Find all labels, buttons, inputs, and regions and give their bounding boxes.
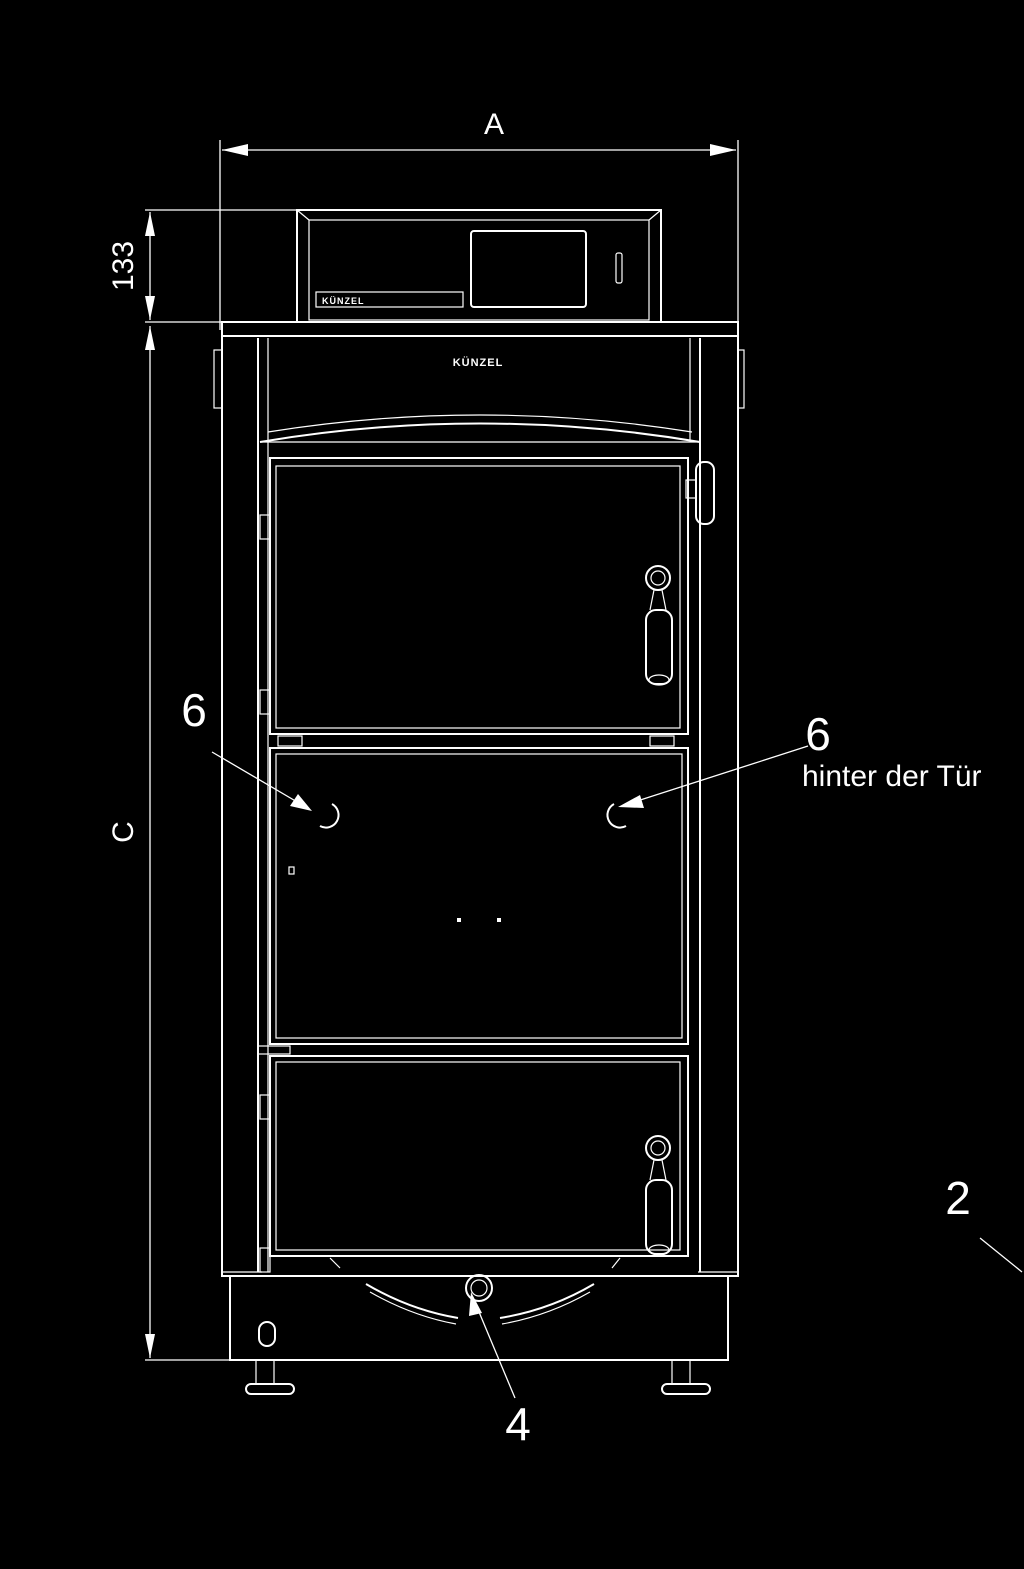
lower-door: [257, 1045, 689, 1273]
sensor-port-left: [319, 803, 340, 829]
upper-door-lever: [695, 461, 715, 525]
callout-left-6: 6: [181, 684, 312, 811]
callout-right-6-label: 6: [805, 708, 831, 760]
callout-side-2-label: 2: [945, 1172, 971, 1224]
callout-left-6-label: 6: [181, 684, 207, 736]
lower-door-handle: [645, 1135, 673, 1256]
dimension-c: C: [107, 326, 230, 1361]
body-brand-text: KÜNZEL: [453, 356, 504, 369]
top-cover: [221, 321, 739, 337]
dimension-133-label: 133: [107, 241, 140, 291]
adjustable-feet: [245, 1359, 711, 1395]
callout-bottom-4: 4: [469, 1292, 531, 1450]
middle-panel: [269, 747, 689, 1045]
base-opening: [258, 1321, 276, 1347]
sensor-port-right: [606, 803, 627, 829]
dimension-a-label: A: [484, 108, 504, 141]
callout-right-6-note: hinter der Tür: [802, 760, 982, 793]
callout-right-6: 6 hinter der Tür: [618, 708, 982, 808]
callout-side-2: 2: [945, 1172, 1023, 1273]
control-switch: [615, 252, 623, 284]
callout-bottom-4-label: 4: [505, 1398, 531, 1450]
boiler-base: [229, 1257, 729, 1361]
upper-door: [259, 457, 715, 747]
panel-brand-strip: [315, 291, 464, 308]
upper-door-handle: [645, 565, 673, 686]
top-arch: KÜNZEL: [259, 356, 701, 443]
middle-panel-marker: [288, 866, 295, 875]
drain-port: [465, 1274, 493, 1302]
dimension-133: 133: [107, 209, 300, 323]
control-panel: KÜNZEL: [296, 209, 662, 323]
panel-brand-text: KÜNZEL: [322, 296, 365, 306]
dimension-a: A: [219, 108, 739, 330]
control-display: [470, 230, 587, 308]
dimension-c-label: C: [107, 821, 140, 843]
